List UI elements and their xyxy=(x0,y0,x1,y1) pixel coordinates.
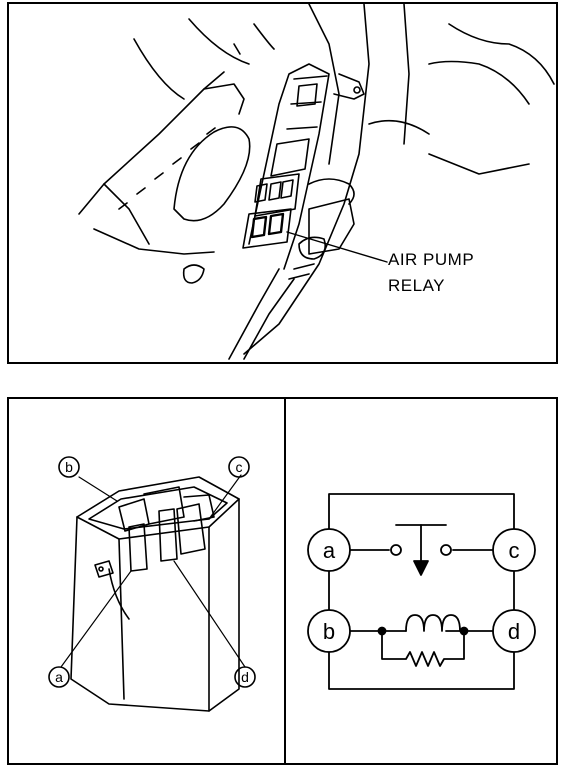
terminal-a-letter: a xyxy=(323,538,336,563)
pin-a-letter: a xyxy=(55,669,63,685)
panel-divider xyxy=(284,399,286,763)
relay-schematic: a c b d xyxy=(307,493,536,690)
callout-label-line2: RELAY xyxy=(388,276,445,295)
terminal-b-letter: b xyxy=(323,619,335,644)
terminal-a xyxy=(307,528,351,572)
pin-c-letter: c xyxy=(236,459,243,475)
relay-isometric-drawing: b c a d xyxy=(48,456,256,712)
pin-c-marker xyxy=(228,456,250,478)
pin-b-letter: b xyxy=(65,459,73,475)
terminal-d-letter: d xyxy=(508,619,520,644)
relay-detail-panel: b c a d a c b d xyxy=(7,397,558,765)
engine-compartment-drawing xyxy=(78,4,555,360)
pin-d-letter: d xyxy=(241,669,249,685)
pin-a-marker xyxy=(48,666,70,688)
pin-b-marker xyxy=(58,456,80,478)
engine-compartment-panel: AIR PUMP RELAY xyxy=(7,2,558,364)
pin-d-marker xyxy=(234,666,256,688)
terminal-c-letter: c xyxy=(509,538,520,563)
terminal-c xyxy=(492,528,536,572)
terminal-b xyxy=(307,609,351,653)
terminal-d xyxy=(492,609,536,653)
callout-label-line1: AIR PUMP xyxy=(388,250,475,269)
